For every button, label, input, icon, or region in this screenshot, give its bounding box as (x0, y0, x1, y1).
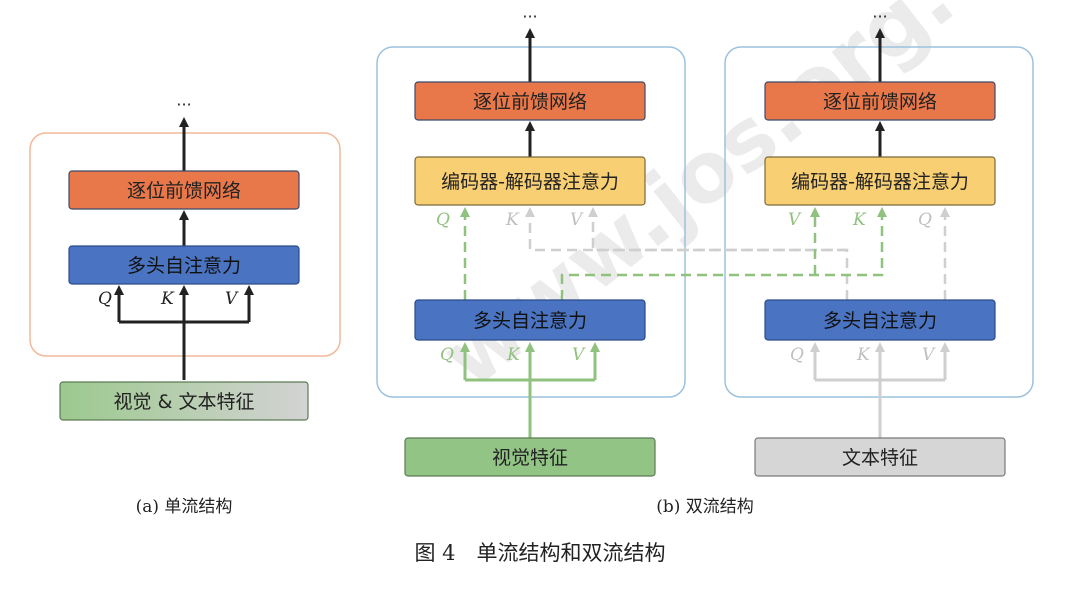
panel-a-k-label: K (160, 289, 175, 309)
right-cross-label: 编码器-解码器注意力 (791, 171, 969, 193)
left-cross-label: 编码器-解码器注意力 (441, 171, 619, 193)
panel-a-mha-box (68, 245, 300, 285)
left-mha-label: 多头自注意力 (473, 310, 587, 332)
left-self-k-label: K (506, 345, 521, 365)
right-cross-v-label: V (788, 210, 802, 230)
left-ellipsis: ··· (522, 7, 537, 26)
right-ellipsis: ··· (872, 7, 887, 26)
figure-caption: 图 4 单流结构和双流结构 (414, 541, 665, 565)
panel-a-caption: (a) 单流结构 (136, 497, 233, 517)
panel-a-v-label: V (225, 289, 239, 309)
right-ffn-label: 逐位前馈网络 (823, 91, 937, 113)
panel-a-mha-label: 多头自注意力 (127, 255, 241, 277)
panel-a: ··· 逐位前馈网络 多头自注意力 Q K V 视觉 & 文本特征 (a) 单流… (29, 95, 341, 517)
left-cross-box (414, 156, 646, 206)
right-input-box (754, 437, 1006, 477)
left-input-box (404, 437, 656, 477)
left-self-v-label: V (572, 345, 586, 365)
left-mha-box (414, 299, 646, 341)
left-cross-v-label: V (570, 210, 584, 230)
panel-b-caption: (b) 双流结构 (656, 497, 754, 517)
dashed-left-to-right-k (560, 207, 887, 300)
right-self-k-label: K (856, 345, 871, 365)
panel-b: ··· ··· 逐位前馈网络 编码器-解码器注意力 Q K V 多头自注意力 Q… (376, 7, 1034, 517)
left-self-q-label: Q (440, 345, 454, 365)
left-ffn-label: 逐位前馈网络 (473, 91, 587, 113)
panel-a-ffn-box (68, 170, 300, 210)
right-cross-q-label: Q (918, 210, 932, 230)
left-ffn-box (414, 81, 646, 121)
right-mha-box (764, 299, 996, 341)
right-self-q-label: Q (790, 345, 804, 365)
panel-a-input-label: 视觉 & 文本特征 (114, 391, 255, 413)
right-mha-label: 多头自注意力 (823, 310, 937, 332)
left-cross-q-label: Q (436, 210, 450, 230)
right-self-v-label: V (922, 345, 936, 365)
right-cross-k-label: K (852, 210, 867, 230)
left-cross-k-label: K (505, 210, 520, 230)
right-input-label: 文本特征 (842, 447, 918, 469)
right-ffn-box (764, 81, 996, 121)
panel-a-input-box (59, 381, 309, 421)
right-cross-box (764, 156, 996, 206)
left-input-label: 视觉特征 (492, 447, 568, 469)
panel-a-ffn-label: 逐位前馈网络 (127, 180, 241, 202)
panel-a-q-label: Q (98, 289, 112, 309)
panel-a-ellipsis: ··· (176, 95, 191, 114)
dashed-right-to-left-v (588, 207, 847, 252)
